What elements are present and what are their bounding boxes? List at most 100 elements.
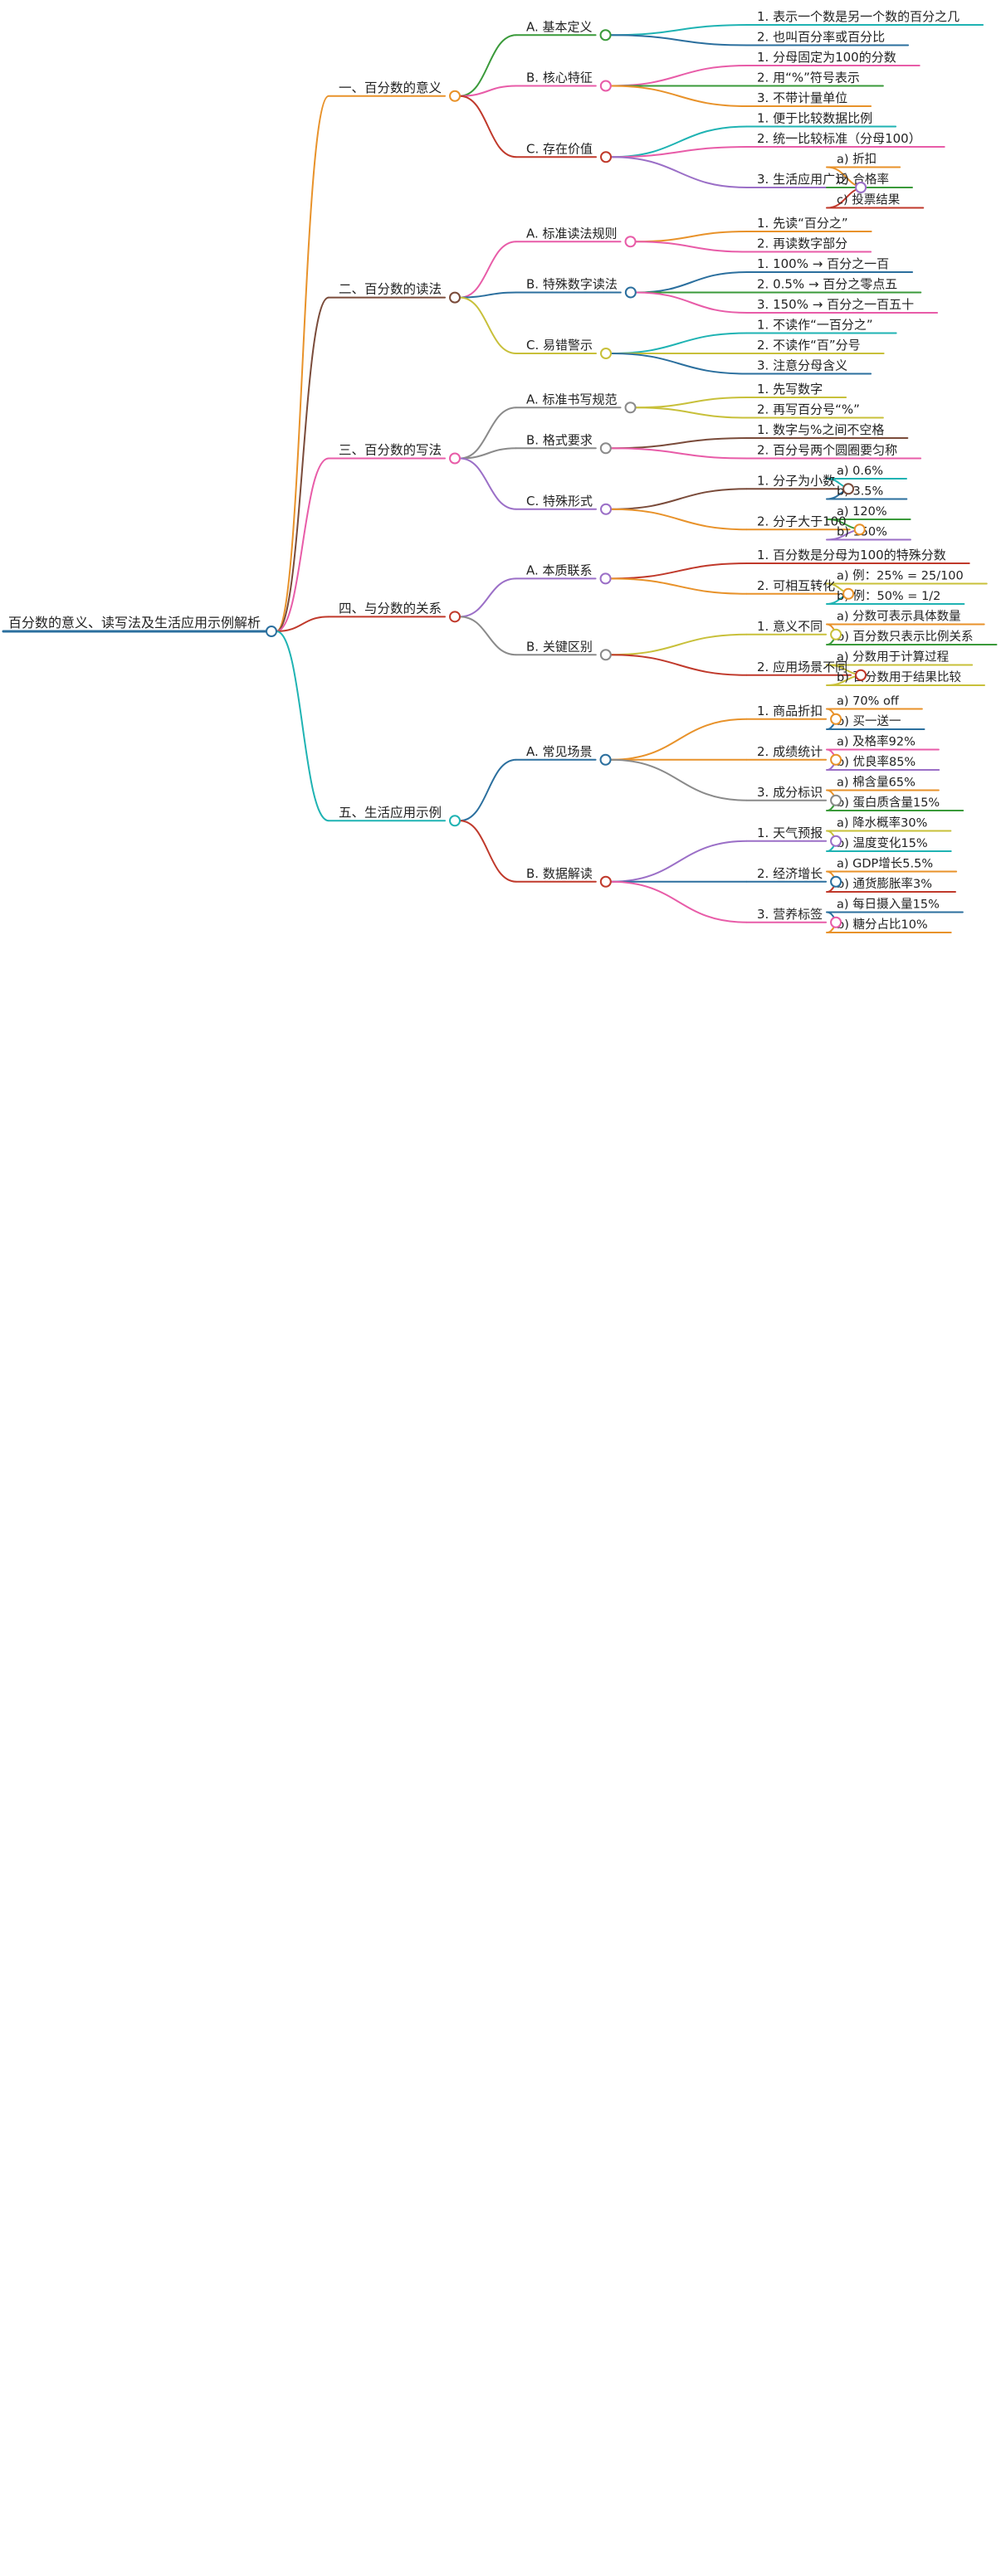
node-d3-root-children-1-children-2-children-0-label: 1. 不读作“一百分之” [757,318,873,333]
node-d3-root-children-3-children-0-children-1-label: 2. 可相互转化 [757,578,835,593]
node-d4-root-children-3-children-1-children-1-children-1-label: b) 百分数用于结果比较 [837,670,961,684]
node-d2-root-children-0-children-2-toggle-icon[interactable] [600,151,613,163]
node-d3-root-children-1-children-0-children-0-label: 1. 先读“百分之” [757,216,848,231]
edge-root-children-2-children-1-children-1 [610,447,748,460]
edge-root-children-4-children-0 [459,758,517,822]
node-d4-root-children-4-children-0-children-2-children-0-label: a) 棉含量65% [837,776,916,790]
node-d4-root-children-4-children-0-children-0-children-0-label: a) 70% off [837,695,900,709]
node-d1-root-children-4-label: 五、生活应用示例 [339,804,442,820]
node-d3-root-children-2-children-2-children-1-label: 2. 分子大于100 [757,514,847,528]
edge-root-children-0-children-2 [459,95,517,158]
node-d2-root-children-1-children-2-toggle-icon[interactable] [600,348,613,359]
edge-root-children-4-children-1 [459,820,517,883]
node-d3-root-children-4-children-1-children-1-toggle-icon[interactable] [830,875,842,888]
node-d4-root-children-4-children-1-children-2-children-1-label: b) 糖分占比10% [837,918,928,932]
node-d4-root-children-4-children-1-children-0-children-0-label: a) 降水概率30% [837,816,927,830]
node-d3-root-children-4-children-1-children-2-toggle-icon[interactable] [830,916,842,928]
node-d4-root-children-4-children-1-children-0-children-1-label: b) 温度变化15% [837,836,928,850]
node-d3-root-children-3-children-1-children-1-toggle-icon[interactable] [855,669,867,681]
node-d2-root-children-0-children-1-toggle-icon[interactable] [599,80,612,92]
edge-root-children-1-children-0-children-1 [635,241,748,253]
node-d2-root-children-2-children-1-toggle-icon[interactable] [599,442,612,455]
node-d3-root-children-1-children-2-children-1-label: 2. 不读作“百”分号 [757,338,861,353]
node-d2-root-children-4-children-0-label: A. 常见场景 [526,744,593,759]
node-d4-root-children-4-children-0-children-1-children-0-label: a) 及格率92% [837,735,916,749]
node-d1-root-children-0-toggle-icon[interactable] [449,90,461,102]
edge-root-children-1-children-2-children-0 [611,332,748,354]
node-d4-root-children-4-children-0-children-0-children-1-label: b) 买一送一 [837,714,901,728]
node-d3-root-children-4-children-1-children-0-toggle-icon[interactable] [830,835,842,847]
node-d3-root-children-3-children-0-children-1-toggle-icon[interactable] [842,587,855,600]
edge-root-children-2-children-0 [459,407,517,460]
node-d2-root-children-2-children-2-label: C. 特殊形式 [526,494,593,509]
node-d2-root-children-2-children-0-label: A. 标准书写规范 [526,392,618,407]
node-d3-root-children-2-children-0-children-1-label: 2. 再写百分号“%” [757,402,860,417]
edge-root-children-2-children-2-children-0 [611,488,748,510]
node-d3-root-children-0-children-2-children-1-label: 2. 统一比较标准（分母100） [757,131,921,146]
edge-root-children-1-children-0 [459,241,517,299]
node-d2-root-children-4-children-1-toggle-icon[interactable] [599,875,612,888]
node-d1-root-children-0-label: 一、百分数的意义 [339,80,442,95]
node-d2-root-children-2-children-2-toggle-icon[interactable] [600,503,613,515]
node-d3-root-children-1-children-1-children-1-label: 2. 0.5% → 百分之零点五 [757,277,897,292]
node-d4-root-children-0-children-2-children-2-children-0-label: a) 折扣 [837,153,876,167]
node-d3-root-children-4-children-0-children-1-toggle-icon[interactable] [830,753,842,766]
edge-root-children-4-children-0-children-0 [610,718,748,761]
node-d4-root-children-0-children-2-children-2-children-1-label: b) 合格率 [837,173,889,187]
node-d1-root-children-1-toggle-icon[interactable] [449,291,461,304]
node-d1-root-children-2-toggle-icon[interactable] [449,452,461,465]
edge-root-children-0-children-2-children-1 [611,146,748,158]
node-d2-root-children-1-children-0-toggle-icon[interactable] [624,236,637,248]
edge-root-children-1-children-2 [459,296,517,354]
node-d3-root-children-1-children-1-children-2-label: 3. 150% → 百分之一百五十 [757,297,914,312]
edge-root-children-3-children-0-children-0 [610,562,748,580]
node-d2-root-children-4-children-1-label: B. 数据解读 [526,866,593,881]
node-d0-root-label: 百分数的意义、读写法及生活应用示例解析 [8,615,261,631]
node-d2-root-children-4-children-0-toggle-icon[interactable] [599,753,612,766]
node-d3-root-children-4-children-1-children-2-label: 3. 营养标签 [757,907,823,922]
node-d1-root-children-3-toggle-icon[interactable] [449,611,461,623]
node-d2-root-children-3-children-0-toggle-icon[interactable] [599,572,612,585]
node-d2-root-children-0-children-2-label: C. 存在价值 [526,141,593,156]
node-d4-root-children-4-children-0-children-1-children-1-label: b) 优良率85% [837,755,916,769]
node-d2-root-children-2-children-0-toggle-icon[interactable] [624,402,637,414]
edge-root-children-1-children-1-children-0 [635,271,748,294]
node-d3-root-children-1-children-2-children-2-label: 3. 注意分母含义 [757,358,847,373]
edge-root-children-4 [276,631,330,822]
edge-root-children-3-children-1-children-1 [610,654,748,676]
node-d1-root-children-1-label: 二、百分数的读法 [339,282,442,297]
node-d3-root-children-3-children-1-children-0-toggle-icon[interactable] [830,628,842,640]
edge-root-children-0-children-2-children-2 [611,156,748,188]
node-d2-root-children-0-children-0-toggle-icon[interactable] [599,29,612,41]
node-d2-root-children-1-children-1-toggle-icon[interactable] [624,286,637,299]
node-d3-root-children-2-children-2-children-0-toggle-icon[interactable] [842,483,855,495]
node-d3-root-children-4-children-1-children-1-label: 2. 经济增长 [757,866,823,881]
node-d4-root-children-4-children-1-children-1-children-1-label: b) 通货膨胀率3% [837,877,932,891]
node-d1-root-children-2-label: 三、百分数的写法 [339,443,442,458]
edge-root-children-0-children-1-children-0 [610,65,748,87]
node-d3-root-children-2-children-2-children-1-toggle-icon[interactable] [853,523,866,536]
node-d2-root-children-0-children-0-label: A. 基本定义 [526,19,593,34]
node-d3-root-children-0-children-2-children-2-toggle-icon[interactable] [855,182,867,193]
node-d2-root-children-1-children-1-label: B. 特殊数字读法 [526,277,618,292]
node-d2-root-children-0-children-1-label: B. 核心特征 [526,71,593,85]
edge-root-children-1-children-1-children-2 [635,291,748,314]
node-d4-root-children-3-children-1-children-0-children-1-label: b) 百分数只表示比例关系 [837,630,973,644]
node-d3-root-children-4-children-0-children-2-toggle-icon[interactable] [830,794,842,806]
edge-root-children-1-children-0-children-0 [635,231,748,243]
node-d3-root-children-2-children-0-children-0-label: 1. 先写数字 [757,382,823,397]
node-d3-root-children-4-children-0-children-0-toggle-icon[interactable] [830,713,842,725]
node-d3-root-children-1-children-0-children-1-label: 2. 再读数字部分 [757,236,847,251]
node-d4-root-children-3-children-0-children-1-children-1-label: b) 例：50% = 1/2 [837,589,940,603]
node-d2-root-children-3-children-1-toggle-icon[interactable] [599,649,612,661]
edge-root-children-2-children-2-children-1 [611,508,748,531]
node-d2-root-children-3-children-0-label: A. 本质联系 [526,562,593,577]
edge-root-children-0-children-0-children-1 [610,34,748,46]
node-d0-root-toggle-icon[interactable] [266,626,277,637]
node-d3-root-children-4-children-0-children-0-label: 1. 商品折扣 [757,704,823,718]
edge-root-children-2-children-0-children-1 [635,407,748,419]
node-d1-root-children-4-toggle-icon[interactable] [449,815,461,827]
node-d3-root-children-3-children-0-children-0-label: 1. 百分数是分母为100的特殊分数 [757,548,946,562]
